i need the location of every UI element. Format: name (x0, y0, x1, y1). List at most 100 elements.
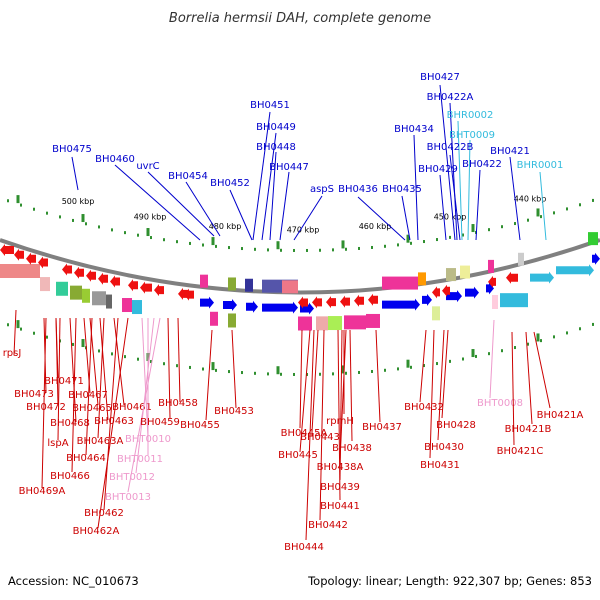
gene-label-bh0430[interactable]: BH0430 (424, 442, 464, 453)
gene-label-bh0462[interactable]: BH0462 (84, 508, 124, 519)
gene-label-bh0464[interactable]: BH0464 (66, 453, 106, 464)
tick-mark (215, 244, 217, 248)
gene-label-bh0438[interactable]: BH0438 (332, 443, 372, 454)
major-tick-mark (341, 240, 345, 249)
gene-label-bh0454[interactable]: BH0454 (168, 171, 208, 182)
callout-line (57, 317, 61, 441)
gene-label-bh0443[interactable]: BH0443 (300, 432, 340, 443)
gene-label-bh0421c[interactable]: BH0421C (497, 446, 544, 457)
gene-label-bh0452[interactable]: BH0452 (210, 178, 250, 189)
reverse-gene-arrow (368, 293, 378, 306)
callout-line (539, 171, 547, 241)
callout-line (299, 329, 311, 453)
gene-label-bh0458[interactable]: BH0458 (158, 398, 198, 409)
gene-label-bh0427[interactable]: BH0427 (420, 72, 460, 83)
tick-mark (163, 238, 165, 242)
gene-label-bht0011[interactable]: BHT0011 (117, 454, 163, 465)
callout-line (71, 156, 79, 191)
forward-gene-arrow (486, 282, 494, 295)
gene-label-bh0460[interactable]: BH0460 (95, 154, 135, 165)
gene-label-rpmh[interactable]: rpmH (326, 416, 354, 427)
gene-label-bh0431[interactable]: BH0431 (420, 460, 460, 471)
major-tick-mark (276, 241, 280, 250)
callout-line (97, 317, 105, 439)
gene-label-bh0475[interactable]: BH0475 (52, 144, 92, 155)
gene-label-asps[interactable]: aspS (310, 184, 334, 195)
gene-label-bh0445[interactable]: BH0445 (278, 450, 318, 461)
gene-label-bh0447[interactable]: BH0447 (269, 162, 309, 173)
gene-label-bh0469a[interactable]: BH0469A (19, 486, 66, 497)
gene-label-bh0461[interactable]: BH0461 (112, 402, 152, 413)
gene-label-bh0421[interactable]: BH0421 (490, 146, 530, 157)
gene-label-bhr0002[interactable]: BHR0002 (447, 110, 494, 121)
gene-label-rpsj[interactable]: rpsJ (3, 348, 22, 359)
gene-label-bh0442[interactable]: BH0442 (308, 520, 348, 531)
gene-label-bh0434[interactable]: BH0434 (394, 124, 434, 135)
gene-label-bh0444[interactable]: BH0444 (284, 542, 324, 553)
reverse-gene-arrow (26, 252, 36, 265)
gene-label-bht0008[interactable]: BHT0008 (477, 398, 523, 409)
reverse-gene-arrow (14, 248, 24, 261)
gene-label-bht0009[interactable]: BHT0009 (449, 130, 495, 141)
gene-label-bh0422[interactable]: BH0422 (462, 159, 502, 170)
gene-label-bh0441[interactable]: BH0441 (320, 501, 360, 512)
gene-label-bhr0001[interactable]: BHR0001 (517, 160, 564, 171)
gene-label-bh0448[interactable]: BH0448 (256, 142, 296, 153)
gene-label-bh0422a[interactable]: BH0422A (427, 92, 474, 103)
gene-label-bh0463a[interactable]: BH0463A (77, 436, 124, 447)
tick-mark (527, 218, 529, 222)
gene-feature (492, 294, 498, 309)
callout-line (185, 181, 221, 237)
gene-label-bh0428[interactable]: BH0428 (436, 420, 476, 431)
gene-label-bh0463[interactable]: BH0463 (94, 416, 134, 427)
gene-label-bh0465[interactable]: BH0465 (72, 403, 112, 414)
gene-label-bh0453[interactable]: BH0453 (214, 406, 254, 417)
gene-label-bh0473[interactable]: BH0473 (14, 389, 54, 400)
gene-label-bh0421b[interactable]: BH0421B (505, 424, 552, 435)
major-tick-mark (16, 195, 20, 204)
gene-label-bh0429[interactable]: BH0429 (418, 164, 458, 175)
gene-feature (122, 298, 132, 313)
tick-mark (228, 246, 230, 250)
gene-feature (344, 315, 366, 330)
gene-label-bh0471[interactable]: BH0471 (44, 376, 84, 387)
genome-backbone (0, 238, 600, 295)
gene-label-bh0462a[interactable]: BH0462A (73, 526, 120, 537)
major-tick-mark (471, 349, 475, 358)
gene-label-bh0472[interactable]: BH0472 (26, 402, 66, 413)
gene-label-bh0449[interactable]: BH0449 (256, 122, 296, 133)
map-title: Borrelia hermsii DAH, complete genome (169, 11, 431, 26)
gene-label-bh0432[interactable]: BH0432 (404, 402, 444, 413)
tick-mark (410, 241, 412, 245)
gene-feature (92, 291, 106, 306)
reverse-gene-arrow (442, 284, 450, 297)
tick-mark (46, 335, 48, 339)
tick-mark (579, 327, 581, 331)
gene-label-bh0459[interactable]: BH0459 (140, 417, 180, 428)
gene-label-bht0013[interactable]: BHT0013 (105, 492, 151, 503)
gene-label-bh0468[interactable]: BH0468 (50, 418, 90, 429)
callout-line (41, 317, 47, 489)
tick-mark (85, 222, 87, 226)
gene-label-bh0451[interactable]: BH0451 (250, 100, 290, 111)
gene-label-bh0467[interactable]: BH0467 (68, 390, 108, 401)
gene-label-bh0466[interactable]: BH0466 (50, 471, 90, 482)
gene-label-bh0436[interactable]: BH0436 (338, 184, 378, 195)
callout-line (449, 154, 461, 241)
reverse-gene-arrow (128, 279, 138, 292)
gene-label-bh0421a[interactable]: BH0421A (537, 410, 584, 421)
gene-label-uvrc[interactable]: uvrC (136, 161, 159, 172)
gene-label-lspa[interactable]: lspA (47, 438, 68, 449)
callout-line (13, 309, 17, 356)
gene-label-bh0445a[interactable]: BH0445A (281, 428, 328, 439)
gene-label-bh0437[interactable]: BH0437 (362, 422, 402, 433)
tick-label: 440 kbp (514, 195, 547, 204)
gene-label-bht0012[interactable]: BHT0012 (109, 472, 155, 483)
gene-label-bh0422b[interactable]: BH0422B (427, 142, 474, 153)
gene-label-bh0455[interactable]: BH0455 (180, 420, 220, 431)
gene-label-bh0435[interactable]: BH0435 (382, 184, 422, 195)
callout-line (375, 329, 381, 423)
callout-line (135, 317, 155, 474)
tick-mark (306, 248, 308, 252)
